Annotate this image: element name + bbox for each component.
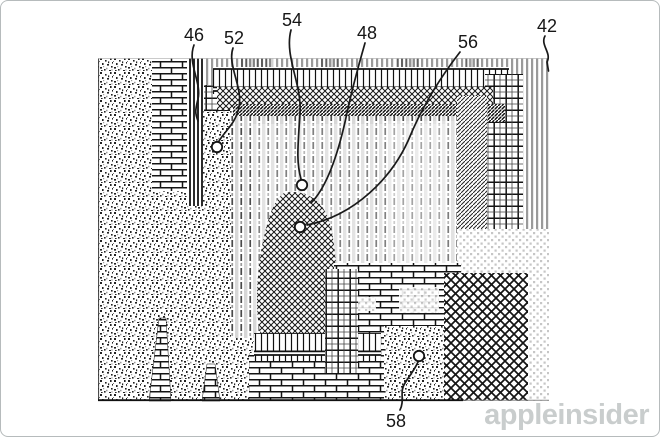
texture-vertical-stripes — [187, 58, 204, 206]
texture-right-gray-column — [522, 58, 549, 229]
leader-line-58 — [399, 361, 419, 411]
callout-label-58: 58 — [386, 411, 406, 431]
leader-line-42 — [543, 35, 550, 72]
callout-circle-52 — [210, 140, 224, 154]
leader-line-46 — [191, 44, 200, 122]
texture-tartan-column-bottom — [325, 269, 358, 373]
callout-label-46: 46 — [184, 25, 204, 45]
callout-circle-54 — [295, 178, 309, 192]
callout-label-56: 56 — [458, 32, 478, 52]
appleinsider-watermark: appleinsider — [484, 399, 649, 431]
leader-line-54 — [288, 29, 302, 180]
figure-canvas — [98, 58, 549, 402]
leader-line-52 — [218, 47, 241, 142]
leader-line-56 — [306, 51, 461, 226]
callout-label-54: 54 — [282, 10, 302, 30]
texture-diamond-lattice — [444, 273, 531, 401]
leader-line-48 — [310, 42, 366, 204]
texture-diagonal-column — [457, 96, 487, 239]
callout-circle-56 — [293, 220, 307, 234]
leader-lines — [191, 29, 550, 411]
texture-light-strip-right — [528, 273, 549, 401]
callout-label-42: 42 — [537, 16, 557, 36]
callout-circles — [210, 140, 426, 363]
texture-railroad-band-bottom — [254, 333, 381, 361]
callout-label-52: 52 — [224, 28, 244, 48]
texture-light-patch-on-brick — [399, 287, 439, 313]
callout-circle-58 — [412, 349, 426, 363]
texture-light-checker-region — [457, 229, 549, 278]
texture-brick-column — [152, 58, 189, 191]
callout-labels: 46 52 54 48 56 42 58 — [184, 10, 557, 431]
texture-light-patch-on-brick — [356, 297, 376, 311]
callout-label-48: 48 — [357, 23, 377, 43]
texture-crosshatch-blob — [257, 192, 338, 343]
texture-speckle-58-area — [384, 326, 444, 401]
